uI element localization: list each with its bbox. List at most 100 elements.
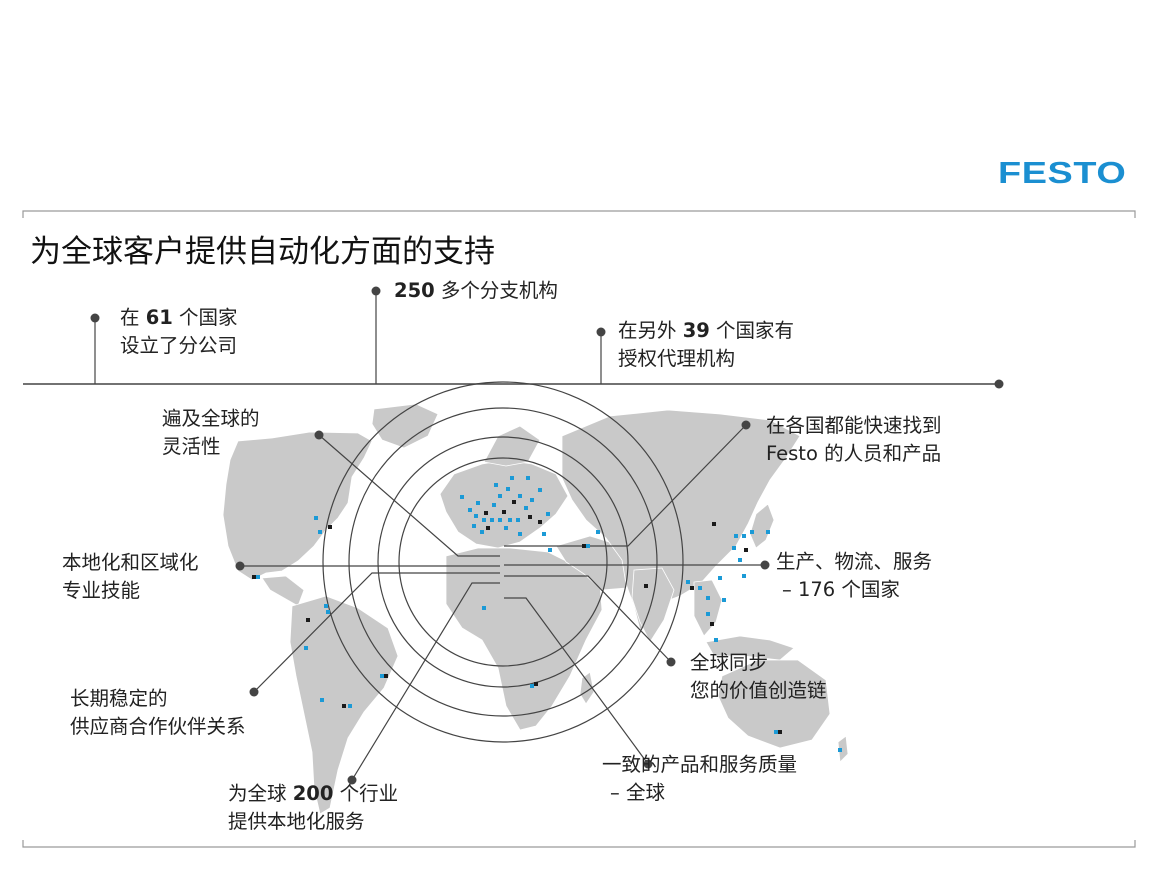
site-marker-blue-63 bbox=[718, 576, 722, 580]
timeline-label-branches: 250 多个分支机构 bbox=[394, 279, 558, 302]
site-marker-blue-21 bbox=[518, 532, 522, 536]
site-marker-blue-54 bbox=[734, 534, 738, 538]
site-marker-blue-38 bbox=[326, 610, 330, 614]
timeline-label-subsidiaries: 在 61 个国家 设立了分公司 bbox=[120, 306, 238, 357]
site-marker-blue-34 bbox=[318, 530, 322, 534]
central-america-landmass bbox=[261, 575, 305, 607]
site-marker-blue-62 bbox=[698, 586, 702, 590]
callout-production: 生产、物流、服务– 176 个国家 bbox=[776, 550, 933, 601]
site-marker-blue-17 bbox=[482, 518, 486, 522]
site-marker-black-52 bbox=[644, 584, 648, 588]
site-marker-blue-65 bbox=[706, 612, 710, 616]
site-marker-blue-71 bbox=[774, 730, 778, 734]
page-title: 为全球客户提供自动化方面的支持 bbox=[30, 234, 495, 270]
site-marker-blue-20 bbox=[504, 526, 508, 530]
site-marker-blue-18 bbox=[474, 514, 478, 518]
callout-flexibility: 遍及全球的灵活性 bbox=[162, 407, 260, 458]
north-america-landmass bbox=[222, 431, 373, 581]
ring-2 bbox=[348, 407, 658, 717]
site-marker-blue-4 bbox=[492, 503, 496, 507]
site-marker-black-3 bbox=[484, 511, 488, 515]
site-marker-blue-25 bbox=[510, 476, 514, 480]
site-marker-blue-49 bbox=[596, 530, 600, 534]
site-marker-blue-32 bbox=[314, 516, 318, 520]
site-marker-blue-13 bbox=[516, 518, 520, 522]
site-marker-black-33 bbox=[328, 525, 332, 529]
site-marker-blue-24 bbox=[494, 483, 498, 487]
site-marker-blue-60 bbox=[766, 530, 770, 534]
callout-industries: 为全球 200 个行业 提供本地化服务 bbox=[228, 782, 399, 833]
madagascar-landmass bbox=[579, 671, 595, 705]
site-marker-black-50 bbox=[582, 544, 586, 548]
festo-logo: FESTO bbox=[998, 155, 1127, 190]
site-marker-blue-64 bbox=[742, 574, 746, 578]
site-marker-blue-51 bbox=[586, 544, 590, 548]
site-marker-blue-69 bbox=[722, 598, 726, 602]
site-marker-blue-36 bbox=[256, 575, 260, 579]
site-marker-blue-16 bbox=[490, 518, 494, 522]
site-marker-blue-0 bbox=[460, 495, 464, 499]
slide-frame bbox=[22, 210, 1136, 848]
site-marker-blue-46 bbox=[482, 606, 486, 610]
site-marker-black-22 bbox=[538, 520, 542, 524]
site-marker-black-72 bbox=[778, 730, 782, 734]
site-marker-black-30 bbox=[486, 526, 490, 530]
callout-partnership: 长期稳定的供应商合作伙伴关系 bbox=[70, 687, 246, 738]
site-marker-blue-6 bbox=[506, 487, 510, 491]
site-marker-blue-73 bbox=[838, 748, 842, 752]
site-markers bbox=[252, 476, 842, 752]
site-marker-black-61 bbox=[690, 586, 694, 590]
site-marker-blue-29 bbox=[480, 530, 484, 534]
site-marker-black-53 bbox=[712, 522, 716, 526]
leader-quality bbox=[504, 597, 649, 765]
site-marker-blue-40 bbox=[304, 646, 308, 650]
leader-people bbox=[504, 424, 747, 547]
leader-partnership bbox=[253, 572, 500, 693]
site-marker-blue-28 bbox=[548, 548, 552, 552]
callout-value-chain: 全球同步您的价值创造链 bbox=[690, 651, 827, 702]
india-landmass bbox=[631, 567, 675, 643]
site-marker-blue-23 bbox=[546, 512, 550, 516]
timeline-dot-agencies bbox=[596, 327, 606, 337]
site-marker-black-66 bbox=[710, 622, 714, 626]
site-marker-blue-47 bbox=[530, 684, 534, 688]
leader-flexibility bbox=[318, 434, 500, 557]
site-marker-blue-19 bbox=[472, 524, 476, 528]
ring-1 bbox=[322, 381, 684, 743]
africa-landmass bbox=[445, 547, 603, 731]
timeline-label-agencies: 在另外 39 个国家有 授权代理机构 bbox=[618, 319, 795, 370]
greenland-landmass bbox=[371, 403, 439, 449]
site-marker-blue-26 bbox=[526, 476, 530, 480]
europe-landmass bbox=[439, 459, 569, 549]
site-marker-black-45 bbox=[384, 674, 388, 678]
site-marker-black-57 bbox=[744, 548, 748, 552]
site-marker-blue-70 bbox=[686, 580, 690, 584]
site-marker-black-48 bbox=[534, 682, 538, 686]
world-map bbox=[222, 403, 849, 815]
callout-leaders bbox=[235, 420, 770, 785]
timeline-dot-branches bbox=[371, 286, 381, 296]
site-marker-blue-68 bbox=[706, 596, 710, 600]
indonesia-landmass bbox=[705, 635, 795, 661]
site-marker-blue-11 bbox=[538, 488, 542, 492]
site-marker-black-7 bbox=[512, 500, 516, 504]
callout-quality: 一致的产品和服务质量– 全球 bbox=[602, 753, 798, 804]
site-marker-blue-27 bbox=[542, 532, 546, 536]
site-marker-blue-5 bbox=[498, 494, 502, 498]
southeast-asia-landmass bbox=[693, 579, 723, 637]
site-marker-blue-59 bbox=[750, 530, 754, 534]
site-marker-blue-37 bbox=[324, 604, 328, 608]
site-marker-blue-8 bbox=[518, 494, 522, 498]
site-marker-black-35 bbox=[252, 575, 256, 579]
site-marker-blue-58 bbox=[738, 558, 742, 562]
ring-3 bbox=[377, 436, 629, 688]
site-marker-black-12 bbox=[528, 515, 532, 519]
site-marker-blue-2 bbox=[476, 501, 480, 505]
site-marker-blue-15 bbox=[498, 518, 502, 522]
timeline bbox=[23, 286, 1004, 389]
site-marker-black-39 bbox=[306, 618, 310, 622]
site-marker-blue-67 bbox=[714, 638, 718, 642]
